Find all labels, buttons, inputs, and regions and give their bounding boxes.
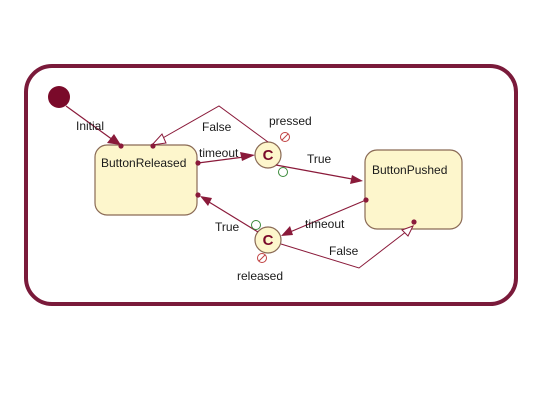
state-button-pushed[interactable] (364, 149, 463, 230)
transition-false-top[interactable] (150, 105, 269, 146)
transition-timeout-top[interactable] (197, 152, 255, 164)
transition-initial[interactable] (65, 105, 121, 145)
choice-node-top-letter: C (263, 147, 274, 164)
label-pressed: pressed (269, 114, 312, 128)
transition-timeout-bottom[interactable] (281, 199, 367, 236)
label-timeout-bottom: timeout (305, 217, 345, 231)
transition-true-top[interactable] (275, 164, 363, 184)
label-false-top: False (202, 120, 232, 134)
choice-node-bottom[interactable] (254, 226, 282, 254)
port-released-top-left (118, 143, 124, 149)
port-pushed-left (363, 197, 369, 203)
label-true-bottom: True (215, 220, 240, 234)
port-pushed-bottom (411, 219, 417, 225)
state-button-released[interactable] (94, 144, 198, 216)
port-released-top-right (150, 143, 156, 149)
label-timeout-top: timeout (199, 146, 239, 160)
transition-false-bottom[interactable] (280, 225, 415, 269)
choice-node-bottom-letter: C (263, 232, 274, 249)
statechart-frame (24, 64, 518, 306)
initial-node[interactable] (48, 86, 70, 108)
label-false-bottom: False (329, 244, 359, 258)
guard-true-bottom-marker (251, 220, 261, 230)
label-released: released (237, 269, 283, 283)
port-released-right-bottom (195, 192, 201, 198)
label-true-top: True (307, 152, 332, 166)
guard-true-top-marker (278, 167, 288, 177)
state-button-pushed-label: ButtonPushed (372, 163, 447, 177)
port-released-right-top (195, 160, 201, 166)
transition-true-bottom[interactable] (200, 196, 259, 233)
label-initial: Initial (76, 119, 104, 133)
state-button-released-label: ButtonReleased (101, 156, 186, 170)
